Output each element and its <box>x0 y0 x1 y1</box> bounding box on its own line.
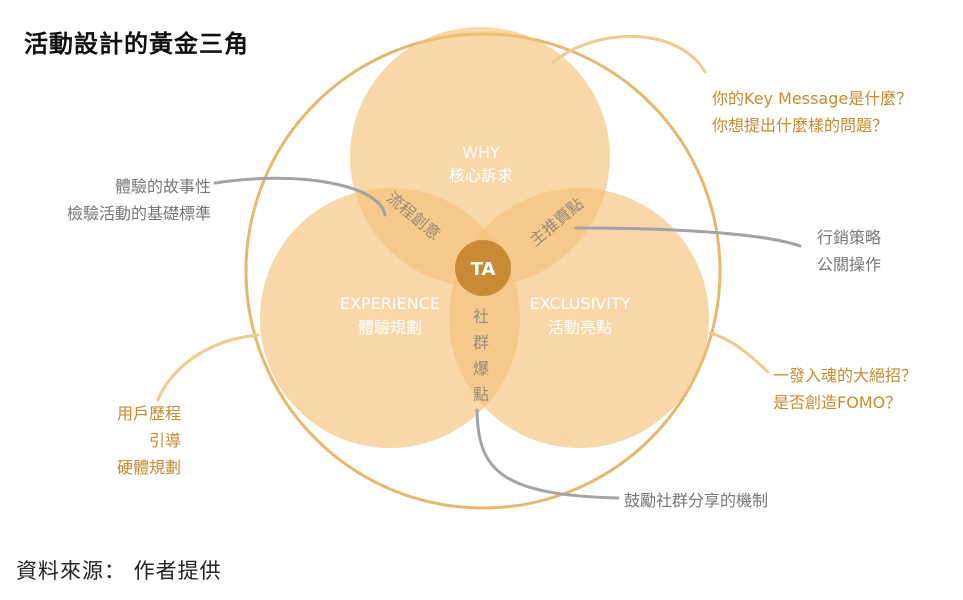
note-key-message: 你的Key Message是什麼？ 你想提出什麼樣的問題？ <box>712 85 912 139</box>
note-line: 體驗的故事性 <box>114 177 211 196</box>
experience-sub: 體驗規劃 <box>358 318 422 337</box>
note-line: 公關操作 <box>816 255 881 274</box>
note-social: 鼓勵社群分享的機制 <box>624 487 768 514</box>
connector-social <box>475 408 620 500</box>
ta-label: TA <box>471 259 496 280</box>
exclusivity-sub: 活動亮點 <box>548 318 612 337</box>
note-line: 鼓勵社群分享的機制 <box>624 491 769 510</box>
overlap-bottom-char: 社 <box>473 307 489 326</box>
why-label: WHY <box>462 143 500 162</box>
experience-label: EXPERIENCE <box>340 294 440 313</box>
connector-fomo <box>708 331 770 374</box>
note-line: 你的Key Message是什麼？ <box>712 89 913 108</box>
connector-key-message <box>551 35 707 74</box>
note-marketing: 行銷策略 公關操作 <box>817 224 881 278</box>
exclusivity-circle <box>449 188 709 448</box>
note-line: 檢驗活動的基礎標準 <box>66 204 211 223</box>
note-line: 行銷策略 <box>816 228 881 247</box>
exclusivity-label: EXCLUSIVITY <box>530 294 631 313</box>
overlap-bottom-char: 點 <box>473 385 489 404</box>
note-journey: 用戶歷程 引導 硬體規劃 <box>117 400 181 481</box>
connector-marketing <box>574 226 802 248</box>
note-line: 硬體規劃 <box>116 458 181 477</box>
note-line: 引導 <box>148 431 181 450</box>
source-caption: 資料來源： 作者提供 <box>16 559 222 583</box>
connector-journey <box>156 333 260 402</box>
connector-story <box>213 176 387 217</box>
page-title: 活動設計的黃金三角 <box>24 30 249 58</box>
note-story: 體驗的故事性 檢驗活動的基礎標準 <box>67 173 211 227</box>
ta-circle <box>455 240 511 296</box>
overlap-bottom-char: 群 <box>473 333 489 352</box>
why-sub: 核心訴求 <box>449 166 513 185</box>
note-line: 是否創造FOMO？ <box>773 393 902 412</box>
note-line: 一發入魂的大絕招？ <box>773 366 918 385</box>
note-line: 用戶歷程 <box>116 404 181 423</box>
overlap-bottom-char: 爆 <box>473 359 489 378</box>
note-fomo: 一發入魂的大絕招？ 是否創造FOMO？ <box>773 362 917 416</box>
note-line: 你想提出什麼樣的問題？ <box>712 116 889 135</box>
experience-circle <box>260 188 520 448</box>
